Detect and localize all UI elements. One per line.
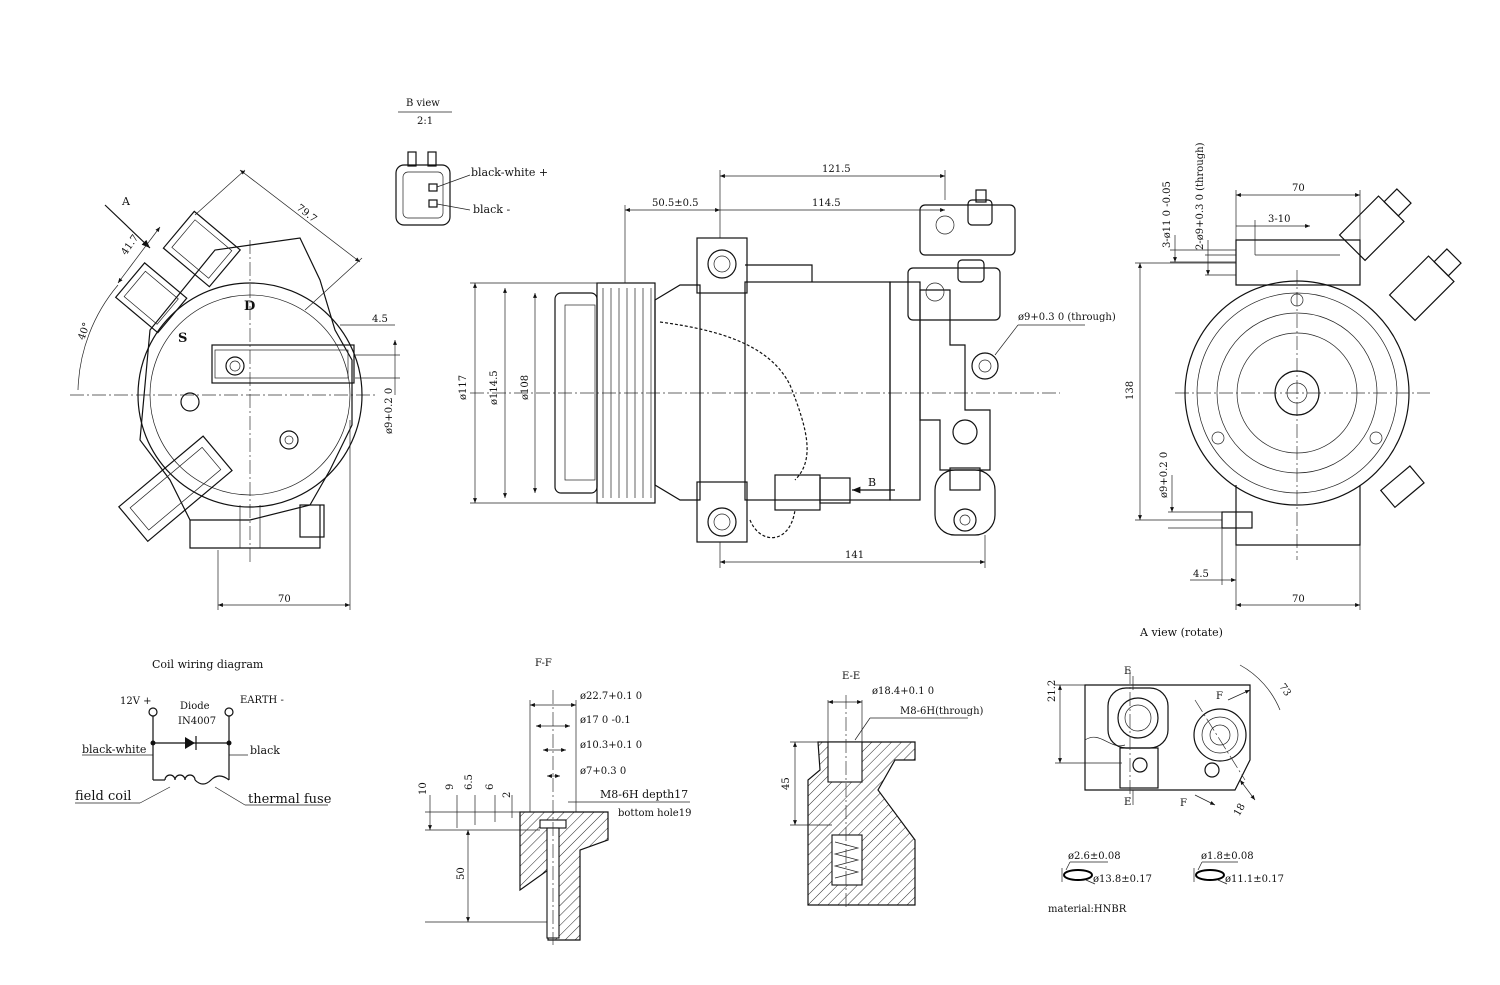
ff-thread-label: M8-6H depth17 <box>600 788 688 801</box>
ff-bottom-hole-label: bottom hole19 <box>618 808 691 819</box>
dim-d114-5: ø114.5 <box>489 370 500 405</box>
ff-v6-5: 6.5 <box>464 774 475 790</box>
a-view-f-bottom: F <box>1180 798 1187 809</box>
ff-v50: 50 <box>456 867 467 880</box>
ff-v6: 6 <box>485 784 496 790</box>
ee-section-title: E-E <box>842 671 860 682</box>
coil-diode-label: Diode <box>180 701 210 712</box>
ff-d7: ø7+0.3 0 <box>580 766 626 777</box>
a-view-f-top: F <box>1216 691 1223 702</box>
ff-d22-7: ø22.7+0.1 0 <box>580 691 642 702</box>
suction-fitting <box>919 189 1016 256</box>
a-view-e-top: E <box>1124 666 1131 677</box>
discharge-fitting <box>907 259 1001 321</box>
ee-thread-label: M8-6H(through) <box>900 706 984 717</box>
coil-black-white-label: black-white <box>82 743 146 756</box>
b-view-pin-plus: black-white + <box>471 166 548 179</box>
ff-v10: 10 <box>418 782 429 795</box>
a-view: A view (rotate) E E F F 21.2 73 18 <box>1047 626 1293 818</box>
a-view-title: A view (rotate) <box>1139 626 1223 639</box>
dim-3-holes: 3-ø11 0 -0.05 <box>1162 181 1173 248</box>
dim-hole-left: ø9+0.2 0 <box>384 388 395 434</box>
a-view-73: 73 <box>1276 682 1292 699</box>
coil-thermal-fuse-label: thermal fuse <box>248 792 332 807</box>
oring2-section: ø1.8±0.08 <box>1201 851 1254 862</box>
dim-70-right-top: 70 <box>1292 183 1305 194</box>
left-view: S D A 79.7 41.7 40° 4.5 ø9+0.2 0 70 <box>70 169 400 610</box>
b-view: B view 2:1 black-white + black - <box>395 98 548 226</box>
dim-141: 141 <box>845 550 864 561</box>
a-view-18: 18 <box>1232 802 1248 819</box>
material-label: material:HNBR <box>1048 904 1127 915</box>
port-d-label: D <box>244 299 255 314</box>
dim-50-5: 50.5±0.5 <box>652 198 699 209</box>
dim-hole-side: ø9+0.3 0 (through) <box>1018 312 1116 323</box>
oring1-id: ø13.8±0.17 <box>1093 874 1152 885</box>
oring2-id: ø11.1±0.17 <box>1225 874 1284 885</box>
ff-v2: 2 <box>502 792 513 798</box>
oring1-section: ø2.6±0.08 <box>1068 851 1121 862</box>
coil-black-label: black <box>250 744 280 757</box>
coil-wiring-diagram: Coil wiring diagram 12V + EARTH - Diode … <box>75 658 332 807</box>
ee-section: E-E ø18.4+0.1 0 M8-6H(through) 45 <box>781 671 984 910</box>
dim-40-deg: 40° <box>76 321 92 341</box>
side-view: B 121.5 50.5±0.5 114.5 ø117 ø114.5 ø108 … <box>458 164 1116 568</box>
dim-hole-right: ø9+0.2 0 <box>1159 452 1170 498</box>
ff-d10-3: ø10.3+0.1 0 <box>580 740 642 751</box>
b-view-title: B view <box>406 98 440 109</box>
ee-d18-4: ø18.4+0.1 0 <box>872 686 934 697</box>
arrow-a-label: A <box>121 195 131 208</box>
dim-114-5: 114.5 <box>812 198 841 209</box>
dim-d117: ø117 <box>458 375 469 400</box>
dim-2-holes: 2-ø9+0.3 0 (through) <box>1195 142 1206 250</box>
coil-12v-label: 12V + <box>120 696 152 707</box>
a-view-e-bottom: E <box>1124 797 1131 808</box>
coil-field-coil-label: field coil <box>75 789 131 804</box>
dim-4-5-right: 4.5 <box>1193 569 1209 580</box>
dim-3-10: 3-10 <box>1268 214 1290 225</box>
arrow-b-label: B <box>868 476 876 489</box>
coil-earth-label: EARTH - <box>240 695 284 706</box>
dim-70-left: 70 <box>278 594 291 605</box>
right-view: 70 3-10 3-ø11 0 -0.05 2-ø9+0.3 0 (throug… <box>1125 142 1462 610</box>
dim-138: 138 <box>1125 381 1136 400</box>
o-rings: ø2.6±0.08 ø13.8±0.17 ø1.8±0.08 ø11.1±0.1… <box>1048 851 1284 915</box>
b-view-scale: 2:1 <box>417 116 433 127</box>
ee-v45: 45 <box>781 777 792 790</box>
dim-79-7: 79.7 <box>294 203 318 225</box>
ff-section: F-F ø22.7+0.1 0 ø17 0 -0.1 ø10.3+0.1 0 ø… <box>418 658 691 945</box>
ff-v9: 9 <box>445 784 456 790</box>
b-view-pin-minus: black - <box>473 203 510 216</box>
coil-diagram-title: Coil wiring diagram <box>152 658 264 671</box>
ff-d17: ø17 0 -0.1 <box>580 715 631 726</box>
ff-section-title: F-F <box>535 658 552 669</box>
a-view-21-2: 21.2 <box>1047 680 1058 702</box>
port-s-label: S <box>178 331 187 346</box>
coil-diode-model: IN4007 <box>178 716 216 727</box>
dim-d108: ø108 <box>520 375 531 400</box>
dim-70-right-bottom: 70 <box>1292 594 1305 605</box>
dim-121-5: 121.5 <box>822 164 851 175</box>
dim-4-5-left: 4.5 <box>372 314 388 325</box>
